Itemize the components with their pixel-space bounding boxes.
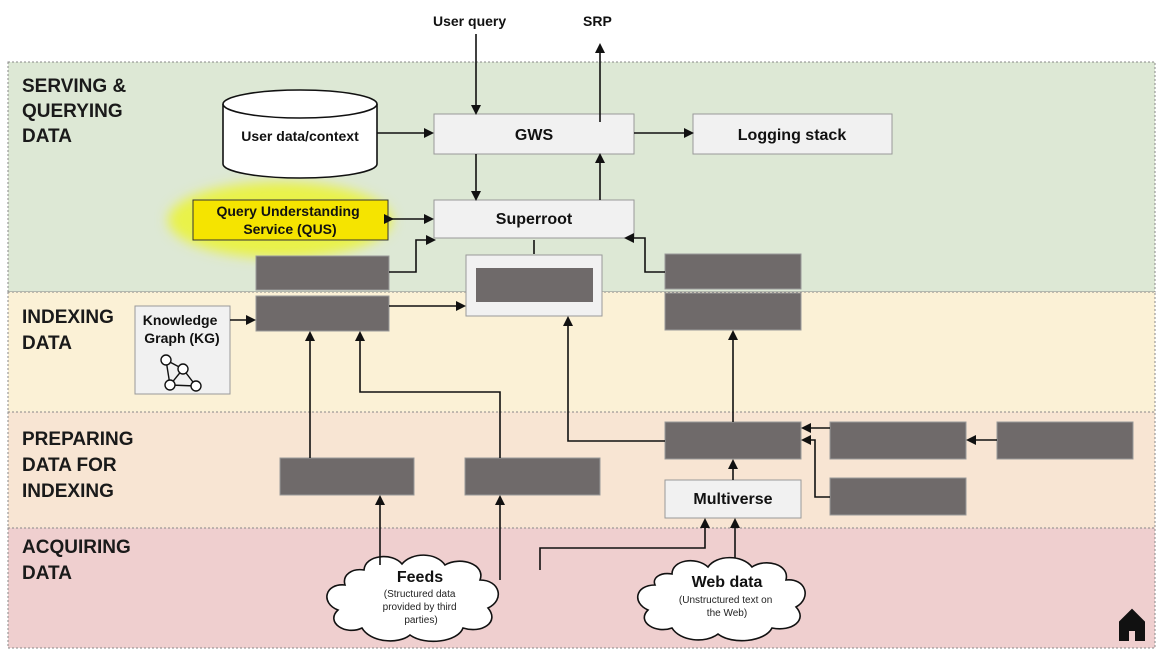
edge-right-superroot [624,233,665,273]
superroot-label: Superroot [496,211,573,228]
web-data-subtitle: (Unstructured text on the Web) [679,595,775,619]
band-acquiring [7,527,1156,649]
edge-prep3-center [563,316,665,442]
logging-box [692,113,893,155]
qus-label: Query Understanding Service (QUS) [216,203,363,237]
feeds-title: Feeds [397,569,443,586]
redacted-box-prep-6 [829,477,967,516]
srp-label: SRP [583,13,612,29]
edge-prep6-prep3 [801,435,830,498]
band-label-serving: SERVING & QUERYING DATA [22,76,131,147]
home-icon[interactable] [1119,608,1145,641]
redacted-box-left-bottom [255,295,390,332]
superroot-box [433,199,635,239]
redacted-box-right-bottom [664,292,802,331]
redacted-box-prep-5 [996,421,1134,460]
kg-box [134,305,231,395]
redacted-box-prep-3 [664,421,802,460]
multiverse-box [664,479,802,519]
kg-label: Knowledge Graph (KG) [143,312,222,346]
web-data-title: Web data [692,574,763,591]
user-query-label: User query [433,13,506,29]
qus-box [192,199,389,241]
band-serving [7,61,1156,293]
database-icon [222,89,378,179]
edge-left-superroot [389,235,436,273]
redacted-box-left-top [255,255,390,291]
feeds-subtitle: (Structured data provided by third parti… [383,589,460,626]
user-data-label: User data/context [241,128,359,144]
redacted-box-prep-1 [279,457,415,496]
graph-icon [160,354,202,392]
redacted-box-center [476,268,593,302]
web-data-cloud [637,556,806,642]
logging-label: Logging stack [738,127,847,144]
multiverse-label: Multiverse [693,491,772,508]
gws-label: GWS [515,127,554,144]
redacted-box-prep-2 [464,457,601,496]
redacted-box-prep-4 [829,421,967,460]
redacted-box-right-top [664,253,802,290]
feeds-cloud [326,554,500,643]
band-label-indexing: INDEXING DATA [22,307,119,354]
edge-feeds-multiverse [539,518,710,570]
edge-prep2-left [355,331,501,458]
band-label-preparing: PREPARING DATA FOR INDEXING [22,429,139,502]
band-label-acquiring: ACQUIRING DATA [22,537,136,584]
